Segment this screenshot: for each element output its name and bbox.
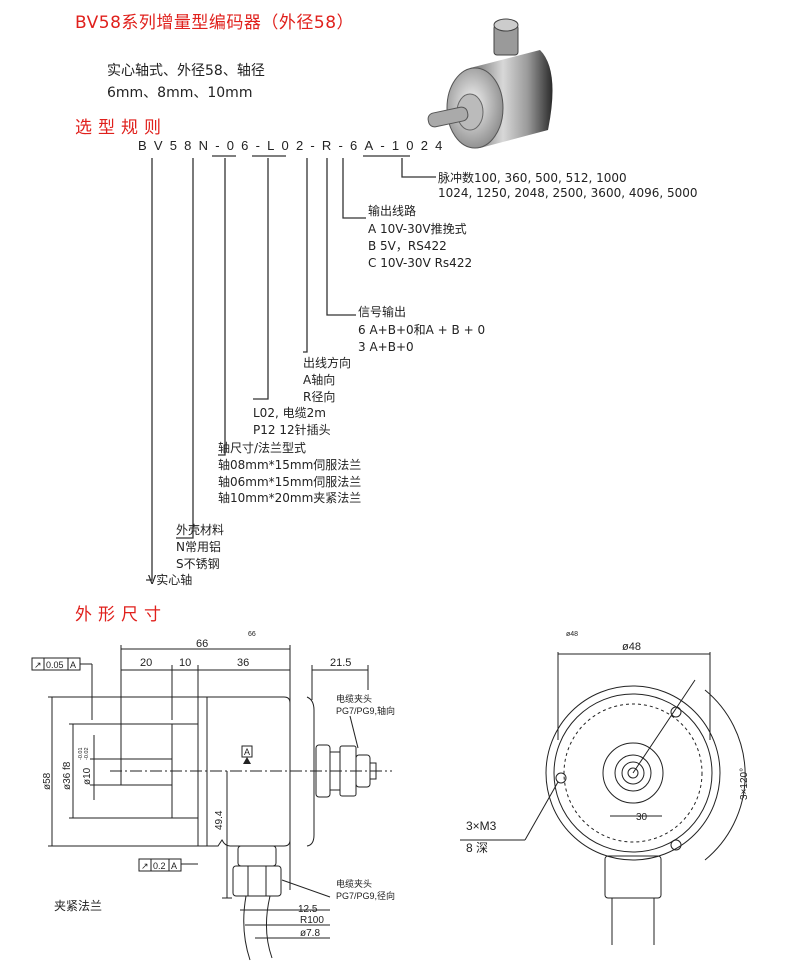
- dim-r100: R100: [300, 915, 324, 926]
- dim-20: 20: [140, 657, 152, 669]
- dim-49-4: 49.4: [214, 810, 225, 830]
- holes-label: 3×M3: [466, 819, 497, 833]
- connection-p12: P12 12针插头: [253, 423, 331, 437]
- signal-output-6: 6 A+B+0和A + B + 0: [358, 323, 486, 337]
- dim-dia48: ø48: [622, 641, 641, 653]
- output-circuit-label: 输出线路: [368, 204, 417, 218]
- dim-angle-3x120: 3×120°: [739, 768, 750, 800]
- housing-n: N常用铝: [176, 540, 221, 554]
- output-circuit-b: B 5V，RS422: [368, 239, 447, 253]
- model-code: BV58N-06-L02-R-6A-1024: [138, 138, 450, 153]
- front-view-labels: ø48 ø48 3×120° 30 3×M3 8 深: [466, 631, 750, 855]
- svg-text:↗: ↗: [141, 861, 149, 871]
- description-line-1: 实心轴式、外径58、轴径: [107, 63, 265, 79]
- shaft-flange-label: 轴尺寸/法兰型式: [218, 441, 307, 455]
- datum-label: A: [244, 747, 250, 757]
- dim-dia58: ø58: [42, 772, 53, 790]
- cable-axial-label-1: 电缆夹头: [336, 693, 372, 704]
- signal-output-3: 3 A+B+0: [358, 340, 414, 354]
- dim-dia36: ø36 f8: [62, 761, 73, 790]
- shaft-flange-10: 轴10mm*20mm夹紧法兰: [218, 491, 362, 505]
- dim-12-5: 12.5: [298, 904, 318, 915]
- description-line-2: 6mm、8mm、10mm: [107, 85, 253, 101]
- shaft-flange-08: 轴08mm*15mm伺服法兰: [218, 458, 362, 472]
- dim-36: 36: [237, 657, 249, 669]
- tolerance-top-value: 0.05: [46, 660, 64, 670]
- dim-21-5: 21.5: [330, 657, 351, 669]
- front-view: [460, 652, 746, 945]
- tol-lower: -0.02: [84, 747, 90, 760]
- tolerance-top-datum: A: [70, 660, 76, 670]
- svg-text:↗: ↗: [34, 660, 42, 670]
- tolerance-bottom-datum: A: [171, 861, 177, 871]
- dim-dia10: ø10: [82, 767, 93, 785]
- tolerance-bottom-value: 0.2: [153, 861, 166, 871]
- side-view: [31, 645, 392, 961]
- selection-heading: 选型规则: [75, 118, 167, 138]
- cable-axial-label-2: PG7/PG9,轴向: [336, 705, 395, 716]
- output-circuit-a: A 10V-30V推挽式: [368, 222, 467, 236]
- cable-direction-r: R径向: [303, 390, 336, 404]
- dimensions-heading: 外形尺寸: [75, 605, 167, 625]
- shaft-flange-06: 轴06mm*15mm伺服法兰: [218, 475, 362, 489]
- pulse-options-2: 1024, 1250, 2048, 2500, 3600, 4096, 5000: [438, 186, 698, 200]
- encoder-photo: [427, 18, 553, 149]
- dim-66-small: 66: [248, 631, 256, 638]
- pulse-options-1: 脉冲数100, 360, 500, 512, 1000: [438, 171, 627, 185]
- shaft-type-v: V实心轴: [148, 573, 193, 587]
- holes-depth-label: 8 深: [466, 841, 488, 855]
- cable-radial-label-1: 电缆夹头: [336, 878, 372, 889]
- cable-direction-label: 出线方向: [303, 356, 352, 370]
- output-circuit-c: C 10V-30V Rs422: [368, 256, 473, 270]
- signal-output-label: 信号输出: [358, 305, 407, 319]
- tol-upper: -0.01: [78, 747, 84, 760]
- side-view-labels: 66 66 20 10 36 21.5 ø58 ø36 f8 ø10 -0.01…: [34, 631, 395, 939]
- dim-angle-30: 30: [636, 812, 648, 823]
- dim-dia7-8: ø7.8: [300, 928, 320, 939]
- housing-label: 外壳材料: [176, 523, 225, 537]
- cable-direction-a: A轴向: [303, 373, 336, 387]
- dim-66: 66: [196, 638, 208, 650]
- flange-label: 夹紧法兰: [54, 899, 102, 913]
- dim-dia48-small: ø48: [566, 631, 578, 638]
- page-title: BV58系列增量型编码器（外径58）: [75, 13, 355, 33]
- cable-radial-label-2: PG7/PG9,径向: [336, 890, 395, 901]
- code-leader-lines: [146, 158, 436, 581]
- dim-10: 10: [179, 657, 191, 669]
- connection-l02: L02, 电缆2m: [253, 406, 326, 420]
- housing-s: S不锈钢: [176, 557, 220, 571]
